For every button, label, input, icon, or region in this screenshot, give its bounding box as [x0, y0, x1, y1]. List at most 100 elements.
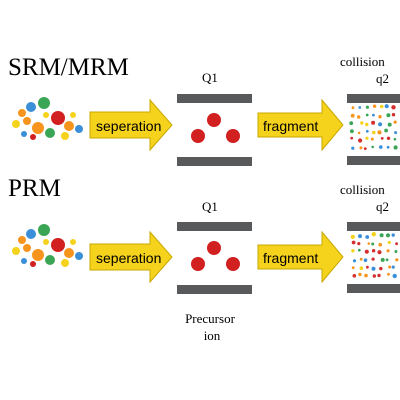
fragment-ion	[378, 242, 383, 247]
fragment-ion	[357, 131, 361, 135]
fragment-ion	[395, 242, 398, 246]
precursor-ion	[207, 113, 221, 127]
fragment-label: fragment	[263, 250, 318, 266]
fragment-ion	[384, 104, 389, 109]
fragment-ion	[394, 250, 398, 253]
ion-dot	[26, 102, 36, 112]
fragment-ion	[372, 104, 377, 108]
fragment-ion	[371, 249, 376, 253]
fragment-ion	[371, 242, 375, 246]
fragment-ion	[367, 242, 371, 245]
q1-top-plate	[177, 94, 252, 103]
fragment-ion	[380, 257, 385, 262]
fragment-ion	[386, 136, 391, 140]
fragment-ion	[357, 242, 361, 246]
ion-dot	[43, 112, 49, 118]
fragment-ion	[378, 115, 382, 119]
separation-arrow	[89, 98, 173, 152]
fragment-ion	[358, 138, 363, 143]
ion-dot	[64, 121, 74, 131]
fragment-ion	[387, 122, 392, 127]
q2-top-plate	[347, 94, 400, 103]
fragment-ion	[351, 266, 355, 270]
fragment-arrow	[257, 98, 344, 152]
fragment-ion	[363, 147, 367, 151]
ion-dot	[51, 238, 65, 252]
collision-label: collision	[340, 54, 385, 69]
fragment-ions	[350, 232, 399, 279]
fragment-ion	[377, 130, 382, 135]
fragment-ion	[371, 257, 375, 261]
fragment-ion	[363, 258, 368, 263]
fragment-ion	[351, 249, 355, 253]
fragment-ion	[387, 272, 390, 276]
fragment-ion	[357, 248, 361, 252]
fragment-ion	[350, 129, 354, 134]
fragment-ion	[379, 104, 384, 109]
ion-dot	[61, 259, 69, 267]
fragment-ion	[365, 122, 369, 127]
ion-dot	[32, 249, 44, 261]
precursor-ion	[226, 129, 240, 143]
precursor-label-line2: ion	[204, 328, 221, 343]
fragment-ion	[352, 259, 357, 263]
q1-label: Q1	[202, 70, 218, 85]
ion-dot	[12, 120, 20, 128]
ion-dot	[38, 97, 50, 109]
fragment-ion	[377, 273, 381, 278]
fragment-ion	[359, 146, 363, 150]
ion-dot	[21, 258, 27, 264]
ion-dot	[70, 239, 76, 245]
fragment-ion	[365, 105, 369, 109]
fragment-ion	[379, 233, 384, 238]
fragment-ion	[351, 146, 355, 150]
ion-dot	[45, 128, 55, 138]
ion-mixture	[12, 224, 83, 267]
panel-title: SRM/MRM	[8, 54, 129, 81]
q2-top-plate	[347, 222, 400, 231]
fragment-ion	[365, 235, 370, 239]
fragment-ion	[365, 136, 369, 140]
precursor-ions	[191, 113, 240, 143]
fragment-ion	[371, 120, 376, 125]
fragment-ion	[371, 145, 375, 149]
fragment-ion	[379, 145, 383, 149]
fragment-ion	[391, 265, 395, 269]
fragment-arrow	[257, 230, 344, 284]
fragment-ion	[386, 145, 390, 149]
fragment-ion	[386, 113, 391, 118]
ion-dot	[23, 117, 31, 125]
fragment-ion	[372, 113, 375, 117]
fragment-ion	[393, 145, 398, 150]
panel-title: PRM	[8, 175, 61, 202]
fragment-ion	[371, 232, 376, 237]
fragment-ion	[364, 273, 368, 278]
q2-bottom-plate	[347, 156, 400, 165]
panel-prm: PRM seperation Q1	[8, 175, 400, 343]
fragment-ion	[377, 250, 382, 255]
fragment-ion	[391, 113, 396, 117]
ion-dot	[32, 122, 44, 134]
ion-dot	[45, 255, 55, 265]
ion-mixture	[12, 97, 83, 140]
precursor-label-line1: Precursor	[185, 311, 235, 326]
fragment-ion	[349, 121, 354, 126]
fragment-ion	[384, 128, 388, 133]
fragment-ion	[392, 273, 397, 279]
q1-bottom-plate	[177, 285, 252, 294]
ion-dot	[75, 252, 83, 260]
fragment-ion	[359, 257, 363, 261]
fragment-ion	[372, 130, 376, 135]
fragment-ion	[393, 137, 397, 141]
fragment-ion	[379, 266, 383, 271]
fragment-ion	[391, 105, 396, 110]
ion-dot	[30, 261, 36, 267]
q2-bottom-plate	[347, 284, 400, 293]
fragment-ion	[364, 249, 369, 254]
fragment-ion	[394, 131, 398, 135]
q2-label: q2	[376, 199, 389, 214]
precursor-ions	[191, 241, 240, 271]
precursor-ion	[226, 257, 240, 271]
fragment-ion	[378, 122, 383, 127]
